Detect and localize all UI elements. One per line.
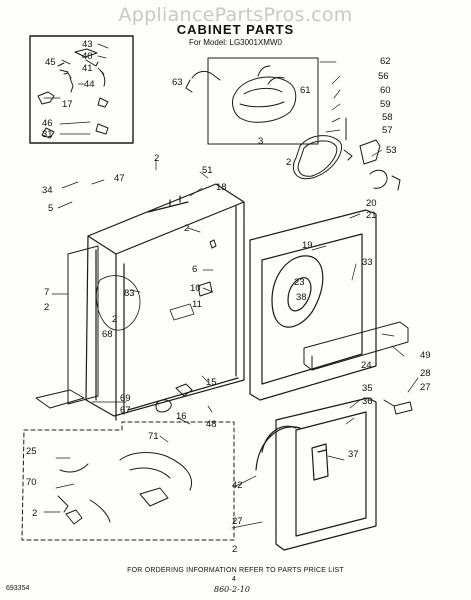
callout-67: 67	[120, 405, 131, 416]
callout-31: 31	[42, 129, 53, 140]
callout-34: 34	[42, 185, 53, 196]
callout-7: 7	[44, 287, 50, 298]
cabinet-body	[85, 183, 245, 421]
diagram-title: CABINET PARTS	[176, 22, 295, 37]
front-panel	[249, 209, 377, 401]
hinge-parts	[383, 399, 413, 415]
callout-2-side: 2	[44, 302, 50, 313]
inset-leader-lines	[43, 43, 109, 135]
callout-15: 15	[206, 377, 217, 388]
callout-46: 46	[42, 118, 53, 129]
callout-27-door: 27	[232, 516, 243, 527]
callout-61: 61	[300, 85, 311, 96]
callout-59: 59	[380, 99, 391, 110]
callout-63: 63	[172, 77, 183, 88]
callout-11: 11	[192, 299, 202, 310]
ordering-note: FOR ORDERING INFORMATION REFER TO PARTS …	[127, 567, 344, 574]
door-assembly	[255, 397, 377, 551]
callout-2-cabinet: 2	[184, 223, 190, 234]
callout-47: 47	[114, 173, 125, 184]
callout-49: 49	[420, 350, 431, 361]
leader-lines	[43, 61, 419, 529]
callout-53: 53	[386, 145, 397, 156]
callout-68: 68	[102, 329, 113, 340]
watermark: AppliancePartsPros.com	[118, 4, 353, 26]
side-panel	[67, 245, 99, 405]
callout-25: 25	[26, 446, 37, 457]
callout-3: 3	[258, 136, 264, 147]
callout-58: 58	[382, 112, 393, 123]
callout-2-top: 2	[154, 153, 160, 164]
callout-57: 57	[382, 125, 393, 136]
callout-2-electrical: 2	[32, 508, 38, 519]
callout-2-door: 2	[232, 544, 238, 555]
page-number: 4	[232, 576, 236, 583]
document-number: 693354	[6, 585, 30, 592]
callout-38: 38	[296, 292, 307, 303]
handwritten-note: 860-2-10	[214, 585, 250, 594]
callout-71: 71	[148, 431, 159, 442]
electrical-box	[21, 421, 235, 541]
callout-45: 45	[45, 57, 56, 68]
callout-62: 62	[380, 56, 391, 67]
callout-40: 40	[82, 51, 93, 62]
callout-56: 56	[378, 71, 389, 82]
callout-18: 18	[216, 182, 227, 193]
callout-37: 37	[348, 449, 359, 460]
callout-48: 48	[206, 419, 217, 430]
motor-box	[185, 57, 319, 145]
callout-43: 43	[82, 39, 93, 50]
callout-2-drum: 2	[112, 314, 118, 325]
callout-41: 41	[82, 63, 93, 74]
model-line: For Model: LG3001XMW0	[189, 38, 282, 47]
callout-20: 20	[366, 198, 377, 209]
callout-6: 6	[192, 264, 198, 275]
callout-17: 17	[62, 99, 73, 110]
callout-51: 51	[202, 165, 213, 176]
callout-69: 69	[120, 393, 131, 404]
base-parts	[35, 239, 217, 413]
callout-5: 5	[48, 203, 54, 214]
callout-60: 60	[380, 85, 391, 96]
callout-2-motor: 2	[286, 157, 292, 168]
inset-box	[29, 35, 134, 144]
callout-83: 83	[124, 288, 135, 299]
drive-belt	[292, 135, 342, 180]
callout-35: 35	[362, 383, 373, 394]
callout-70: 70	[26, 477, 37, 488]
callout-24: 24	[361, 360, 372, 371]
callout-44: 44	[84, 79, 95, 90]
callout-16: 16	[176, 411, 187, 422]
callout-10: 10	[190, 283, 201, 294]
idler-parts	[343, 117, 401, 191]
callout-42: 42	[232, 480, 243, 491]
callout-33: 33	[362, 257, 373, 268]
callout-21: 21	[366, 210, 377, 221]
callout-28: 28	[420, 368, 431, 379]
callout-27-hinge: 27	[420, 382, 431, 393]
toe-panel	[303, 321, 409, 371]
callout-19: 19	[302, 240, 313, 251]
callout-36: 36	[362, 396, 373, 407]
callout-23: 23	[294, 277, 305, 288]
